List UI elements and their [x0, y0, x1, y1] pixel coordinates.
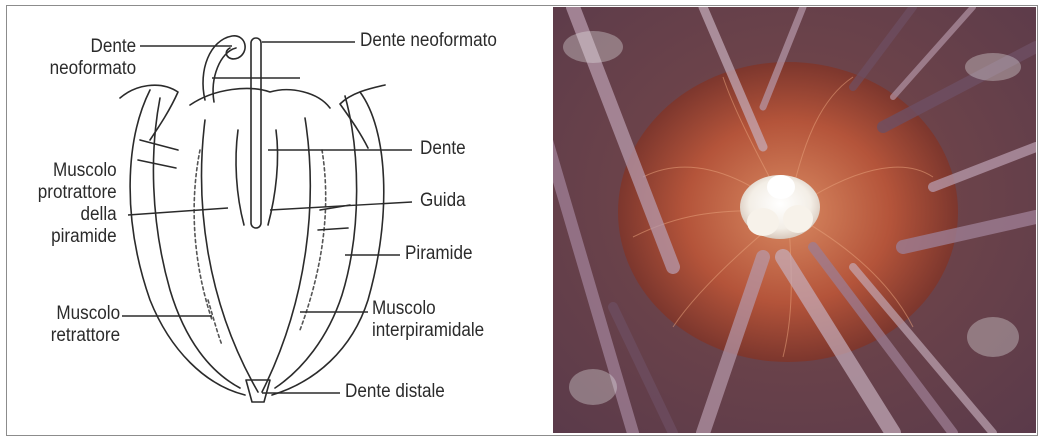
leader-muscolo-protrattore	[128, 208, 228, 215]
label-piramide: Piramide	[405, 243, 472, 265]
retractor-muscle	[208, 300, 222, 345]
left-pyramid-inner	[153, 98, 240, 388]
sea-urchin-mouth-photo	[553, 7, 1036, 433]
left-pyramid-outline	[130, 90, 245, 395]
right-pyramid-outline	[272, 92, 384, 395]
frame-right-line	[1037, 5, 1038, 436]
muscle-band-left	[194, 150, 212, 320]
muscle-fibers-right	[318, 205, 350, 230]
right-pyramid-inner	[275, 96, 357, 388]
label-muscolo-protrattore: Muscolo protrattore della piramide	[38, 160, 117, 248]
label-muscolo-retrattore: Muscolo retrattore	[51, 303, 120, 347]
label-muscolo-interpiramidale: Muscolo interpiramidale	[372, 298, 484, 342]
photo-illustration	[553, 7, 1036, 433]
muscle-fibers-left	[138, 140, 178, 168]
vertical-tooth	[251, 38, 261, 228]
curled-tooth-inner	[213, 48, 236, 102]
tooth-tips	[740, 175, 820, 239]
label-dente-distale: Dente distale	[345, 381, 445, 403]
central-top	[190, 88, 330, 108]
lantern-diagram-panel: Dente neoformato Dente neoformato Dente …	[0, 0, 552, 441]
label-dente-neoformato-left: Dente neoformato	[49, 36, 136, 80]
leader-guida	[270, 202, 412, 210]
tooth-guide-right	[268, 130, 278, 225]
central-pyramid-left	[202, 120, 258, 392]
label-dente-neoformato-right: Dente neoformato	[360, 30, 497, 52]
label-dente: Dente	[420, 138, 466, 160]
label-guida: Guida	[420, 190, 466, 212]
muscle-band-right	[300, 150, 326, 330]
central-pyramid-right	[262, 118, 310, 392]
tooth-guide-left	[236, 130, 244, 225]
